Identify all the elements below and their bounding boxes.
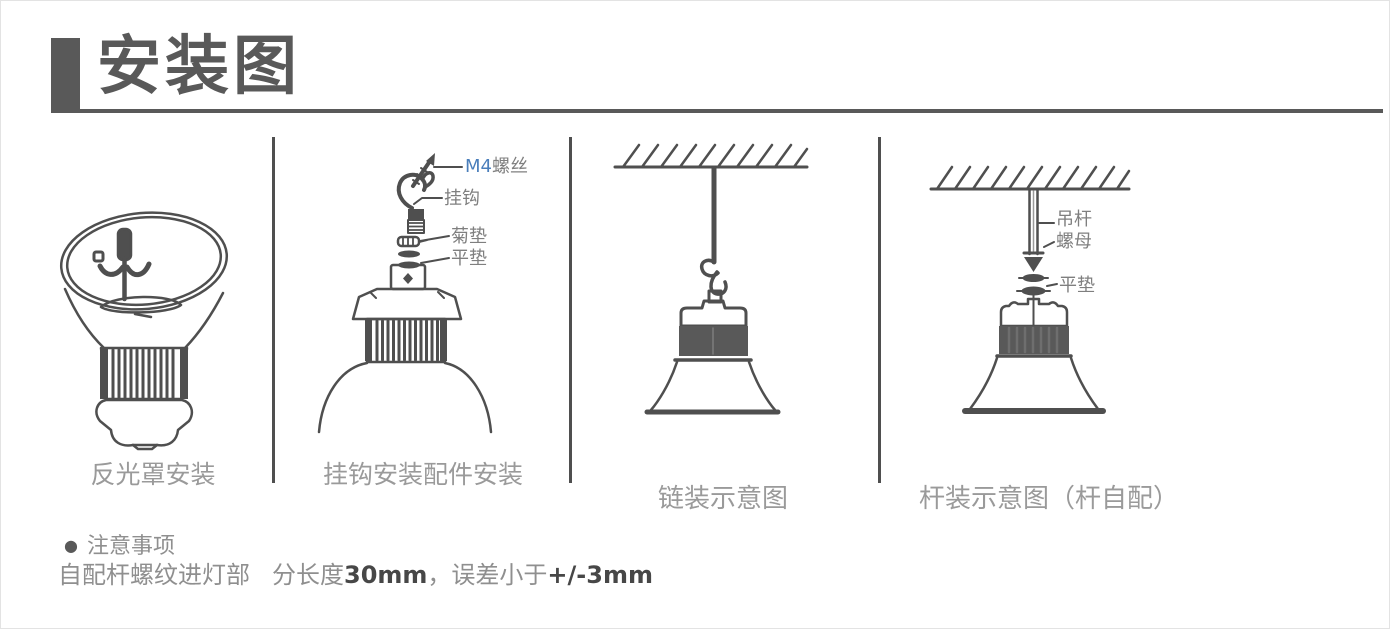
caption-reflector-install: 反光罩安装	[90, 460, 216, 489]
label-m4-screw: M4螺丝	[465, 157, 528, 177]
label-flat-washer-panel4: 平垫	[1059, 275, 1095, 296]
label-flat-washer-panel2: 平垫	[451, 248, 487, 269]
ceiling-hatch-4	[929, 165, 1131, 191]
wing-screw	[92, 227, 152, 302]
bullet-icon: ●	[64, 536, 78, 555]
label-nut: 螺母	[1056, 231, 1092, 252]
hook-drawing	[396, 171, 435, 210]
washers-drawing	[1016, 274, 1051, 332]
notes-heading: 注意事项	[86, 534, 175, 559]
notes-heading-row: ● 注意事项	[64, 528, 175, 560]
title-underline	[51, 109, 1383, 113]
hook-assembly-illustration	[317, 153, 493, 434]
reflector-neck-fins	[99, 346, 189, 401]
panel-divider-2	[569, 137, 572, 483]
chain-mount-illustration	[613, 143, 809, 415]
rod-mount-illustration	[929, 165, 1131, 414]
leader-lines-panel2	[413, 166, 463, 264]
note-part1: 自配杆螺纹进灯部	[58, 561, 250, 589]
caption-rod-mount-diagram: 杆装示意图（杆自配）	[919, 484, 1180, 514]
reflector-illustration	[59, 211, 229, 451]
washer-lens-1	[398, 250, 420, 258]
label-screw-text: 螺丝	[491, 156, 528, 177]
title-accent-bar	[51, 38, 80, 109]
lamp-rod-drawing	[962, 297, 1106, 414]
threaded-stem-drawing	[407, 209, 425, 234]
leader-lines-panel4	[1038, 222, 1058, 287]
label-star-washer: 菊垫	[451, 226, 487, 247]
label-m4-code: M4	[465, 156, 492, 177]
rod-drawing	[1028, 187, 1039, 256]
page-title: 安装图	[97, 30, 301, 104]
note-part5: 误差小于	[451, 561, 548, 589]
note-comma: ，	[427, 561, 452, 589]
caption-hook-accessories-install: 挂钩安装配件安装	[323, 460, 524, 489]
s-hook-drawing	[699, 258, 728, 304]
lamp-chain-drawing	[644, 299, 781, 415]
caption-chain-mount-diagram: 链装示意图	[657, 484, 788, 514]
panel-divider-1	[272, 137, 275, 483]
label-hanging-rod: 吊杆	[1056, 209, 1092, 230]
lamp-top-drawing	[317, 263, 493, 434]
notes-body-line: 自配杆螺纹进灯部分长度30mm，误差小于+/-3mm	[58, 555, 653, 590]
note-part2: 分长度	[272, 561, 344, 589]
label-hook: 挂钩	[444, 188, 480, 209]
panel-divider-3	[878, 137, 881, 483]
ceiling-hatch-3	[613, 143, 809, 169]
note-value-30mm: 30mm	[344, 561, 428, 589]
note-value-tolerance: +/-3mm	[547, 561, 653, 589]
nut-drawing	[1022, 251, 1045, 272]
